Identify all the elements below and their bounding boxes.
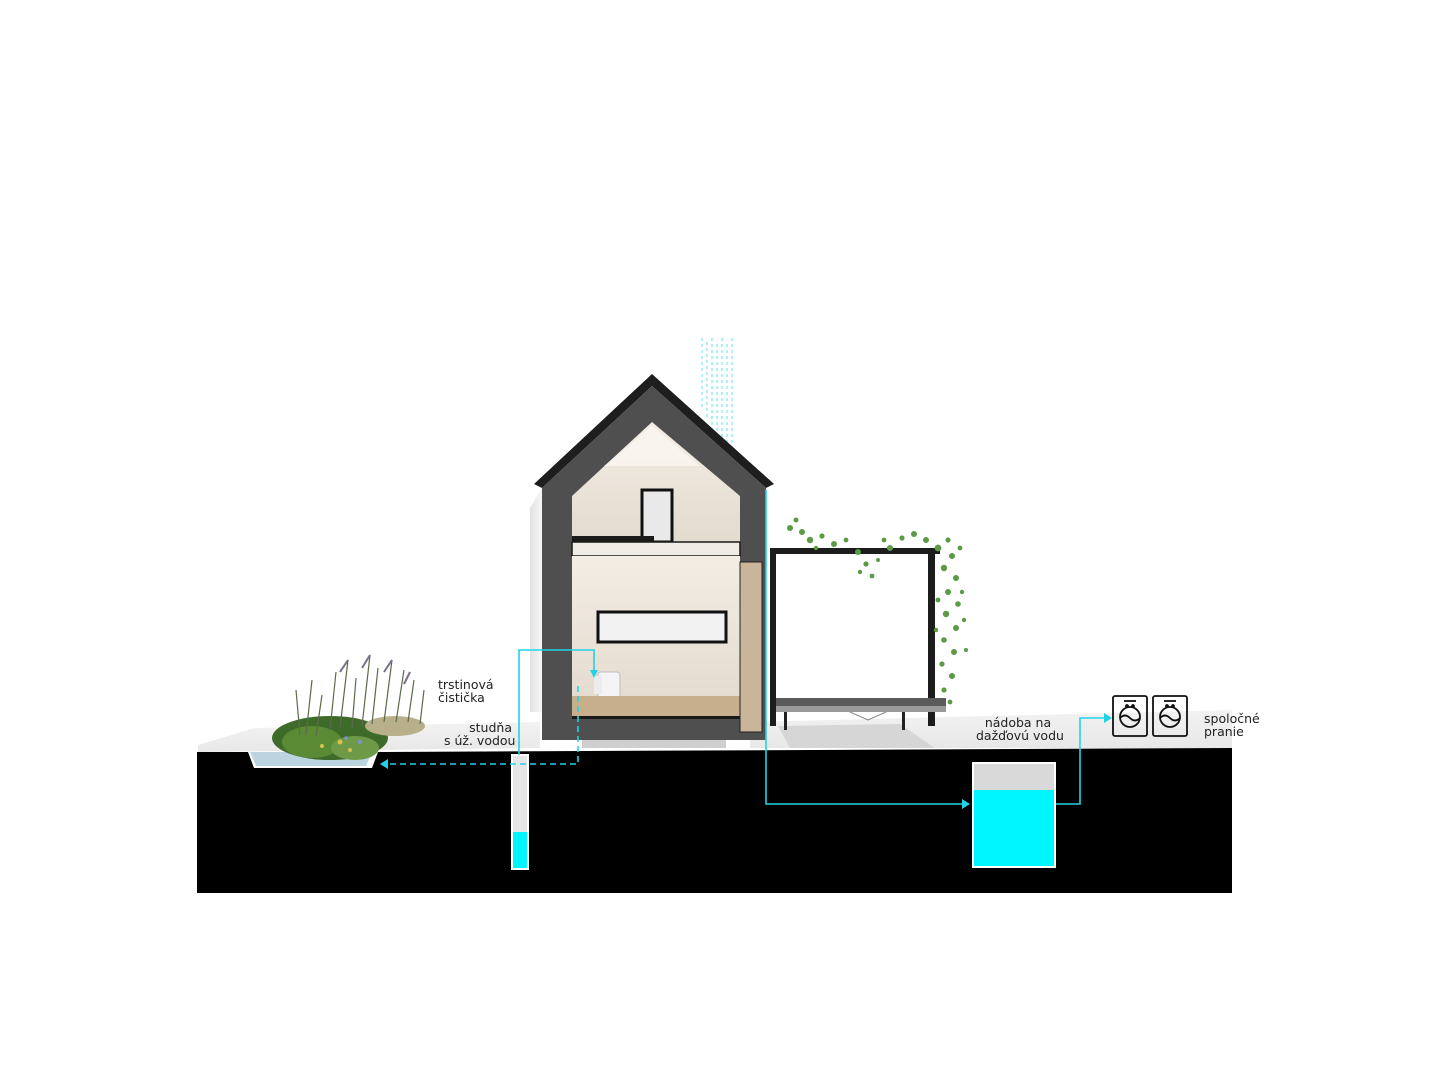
- well-water-level: [513, 832, 527, 868]
- label-laundry-line2: pranie: [1204, 725, 1260, 738]
- floor-line: [572, 716, 740, 719]
- label-laundry: spoločné pranie: [1204, 712, 1260, 738]
- label-reed-bed-line2: čistička: [438, 691, 494, 704]
- ground-section: [197, 748, 1232, 893]
- rain-water-level: [974, 790, 1054, 866]
- label-well-line2: s úž. vodou: [444, 734, 512, 747]
- house-section: [534, 374, 774, 748]
- toilet-icon: [594, 672, 620, 700]
- label-reed-bed: trstinová čistička: [438, 678, 494, 704]
- pergola: [770, 548, 946, 730]
- label-well: studňa s úž. vodou: [444, 721, 512, 747]
- gable-cladding: [530, 488, 542, 712]
- foundation: [582, 740, 726, 748]
- rain-water-tank: [972, 762, 1056, 868]
- vine-foliage-icon: [787, 518, 968, 705]
- well: [511, 754, 529, 870]
- attic-window: [642, 490, 672, 542]
- label-rain-tank: nádoba na dažďovú vodu: [976, 716, 1060, 742]
- terrace-deck: [776, 698, 946, 706]
- label-rain-tank-line2: dažďovú vodu: [976, 729, 1060, 742]
- timber-column: [740, 562, 762, 732]
- ribbon-window: [598, 612, 726, 642]
- mezzanine-rail: [572, 536, 654, 542]
- floor-slab: [572, 696, 740, 716]
- mezzanine-floor: [572, 542, 740, 556]
